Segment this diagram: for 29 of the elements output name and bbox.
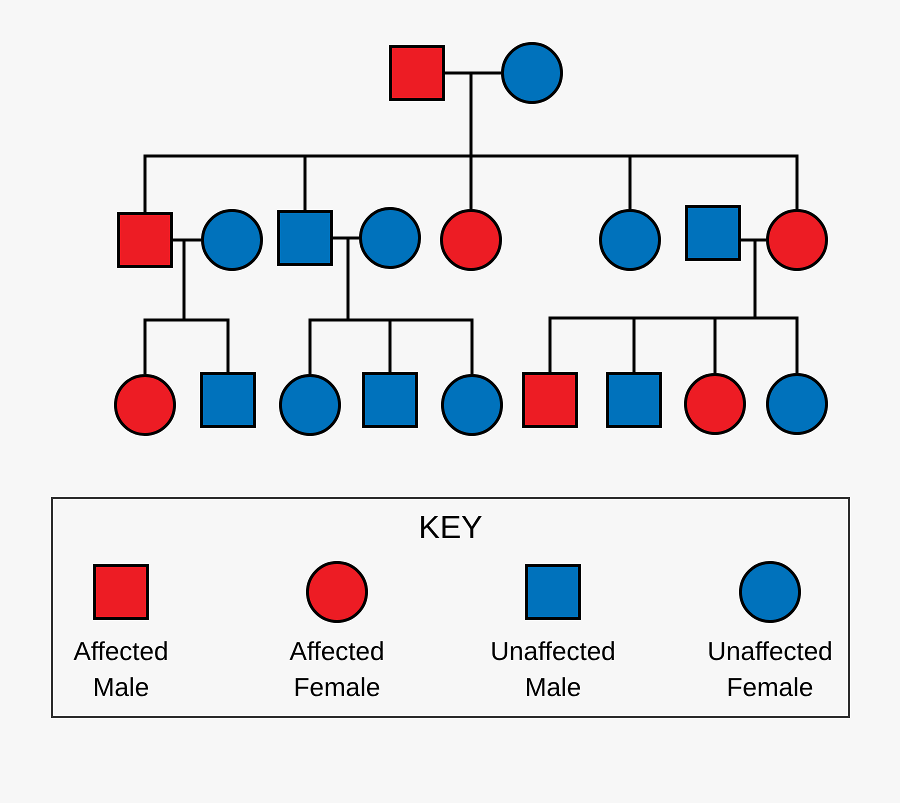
male-square: [200, 372, 256, 428]
pedigree-line: [445, 72, 501, 74]
male-square: [522, 372, 578, 428]
legend-label: Unaffected Male: [489, 635, 617, 704]
pedigree-line: [754, 240, 756, 318]
pedigree-line: [173, 238, 201, 242]
legend-label: Affected Female: [288, 635, 386, 704]
pedigree-line: [741, 238, 766, 242]
pedigree-line: [182, 240, 186, 320]
pedigree-line: [304, 154, 471, 210]
male-square: [685, 205, 741, 261]
legend-label: Unaffected Female: [706, 635, 834, 704]
pedigree-line: [346, 238, 350, 320]
male-square: [277, 210, 333, 266]
male-square: [606, 372, 662, 428]
pedigree-line: [714, 316, 755, 373]
male-square: [117, 212, 173, 268]
pedigree-line: [308, 318, 348, 374]
pedigree-line: [470, 154, 472, 209]
pedigree-line: [333, 236, 359, 240]
pedigree-line: [144, 318, 184, 374]
legend-label: Affected Male: [72, 635, 170, 704]
pedigree-line: [184, 318, 230, 372]
legend-title: KEY: [417, 508, 484, 547]
male-square: [389, 45, 445, 101]
pedigree-line: [470, 73, 472, 156]
male-square: [362, 372, 418, 428]
pedigree-line: [471, 154, 798, 209]
pedigree-line: [755, 316, 798, 373]
